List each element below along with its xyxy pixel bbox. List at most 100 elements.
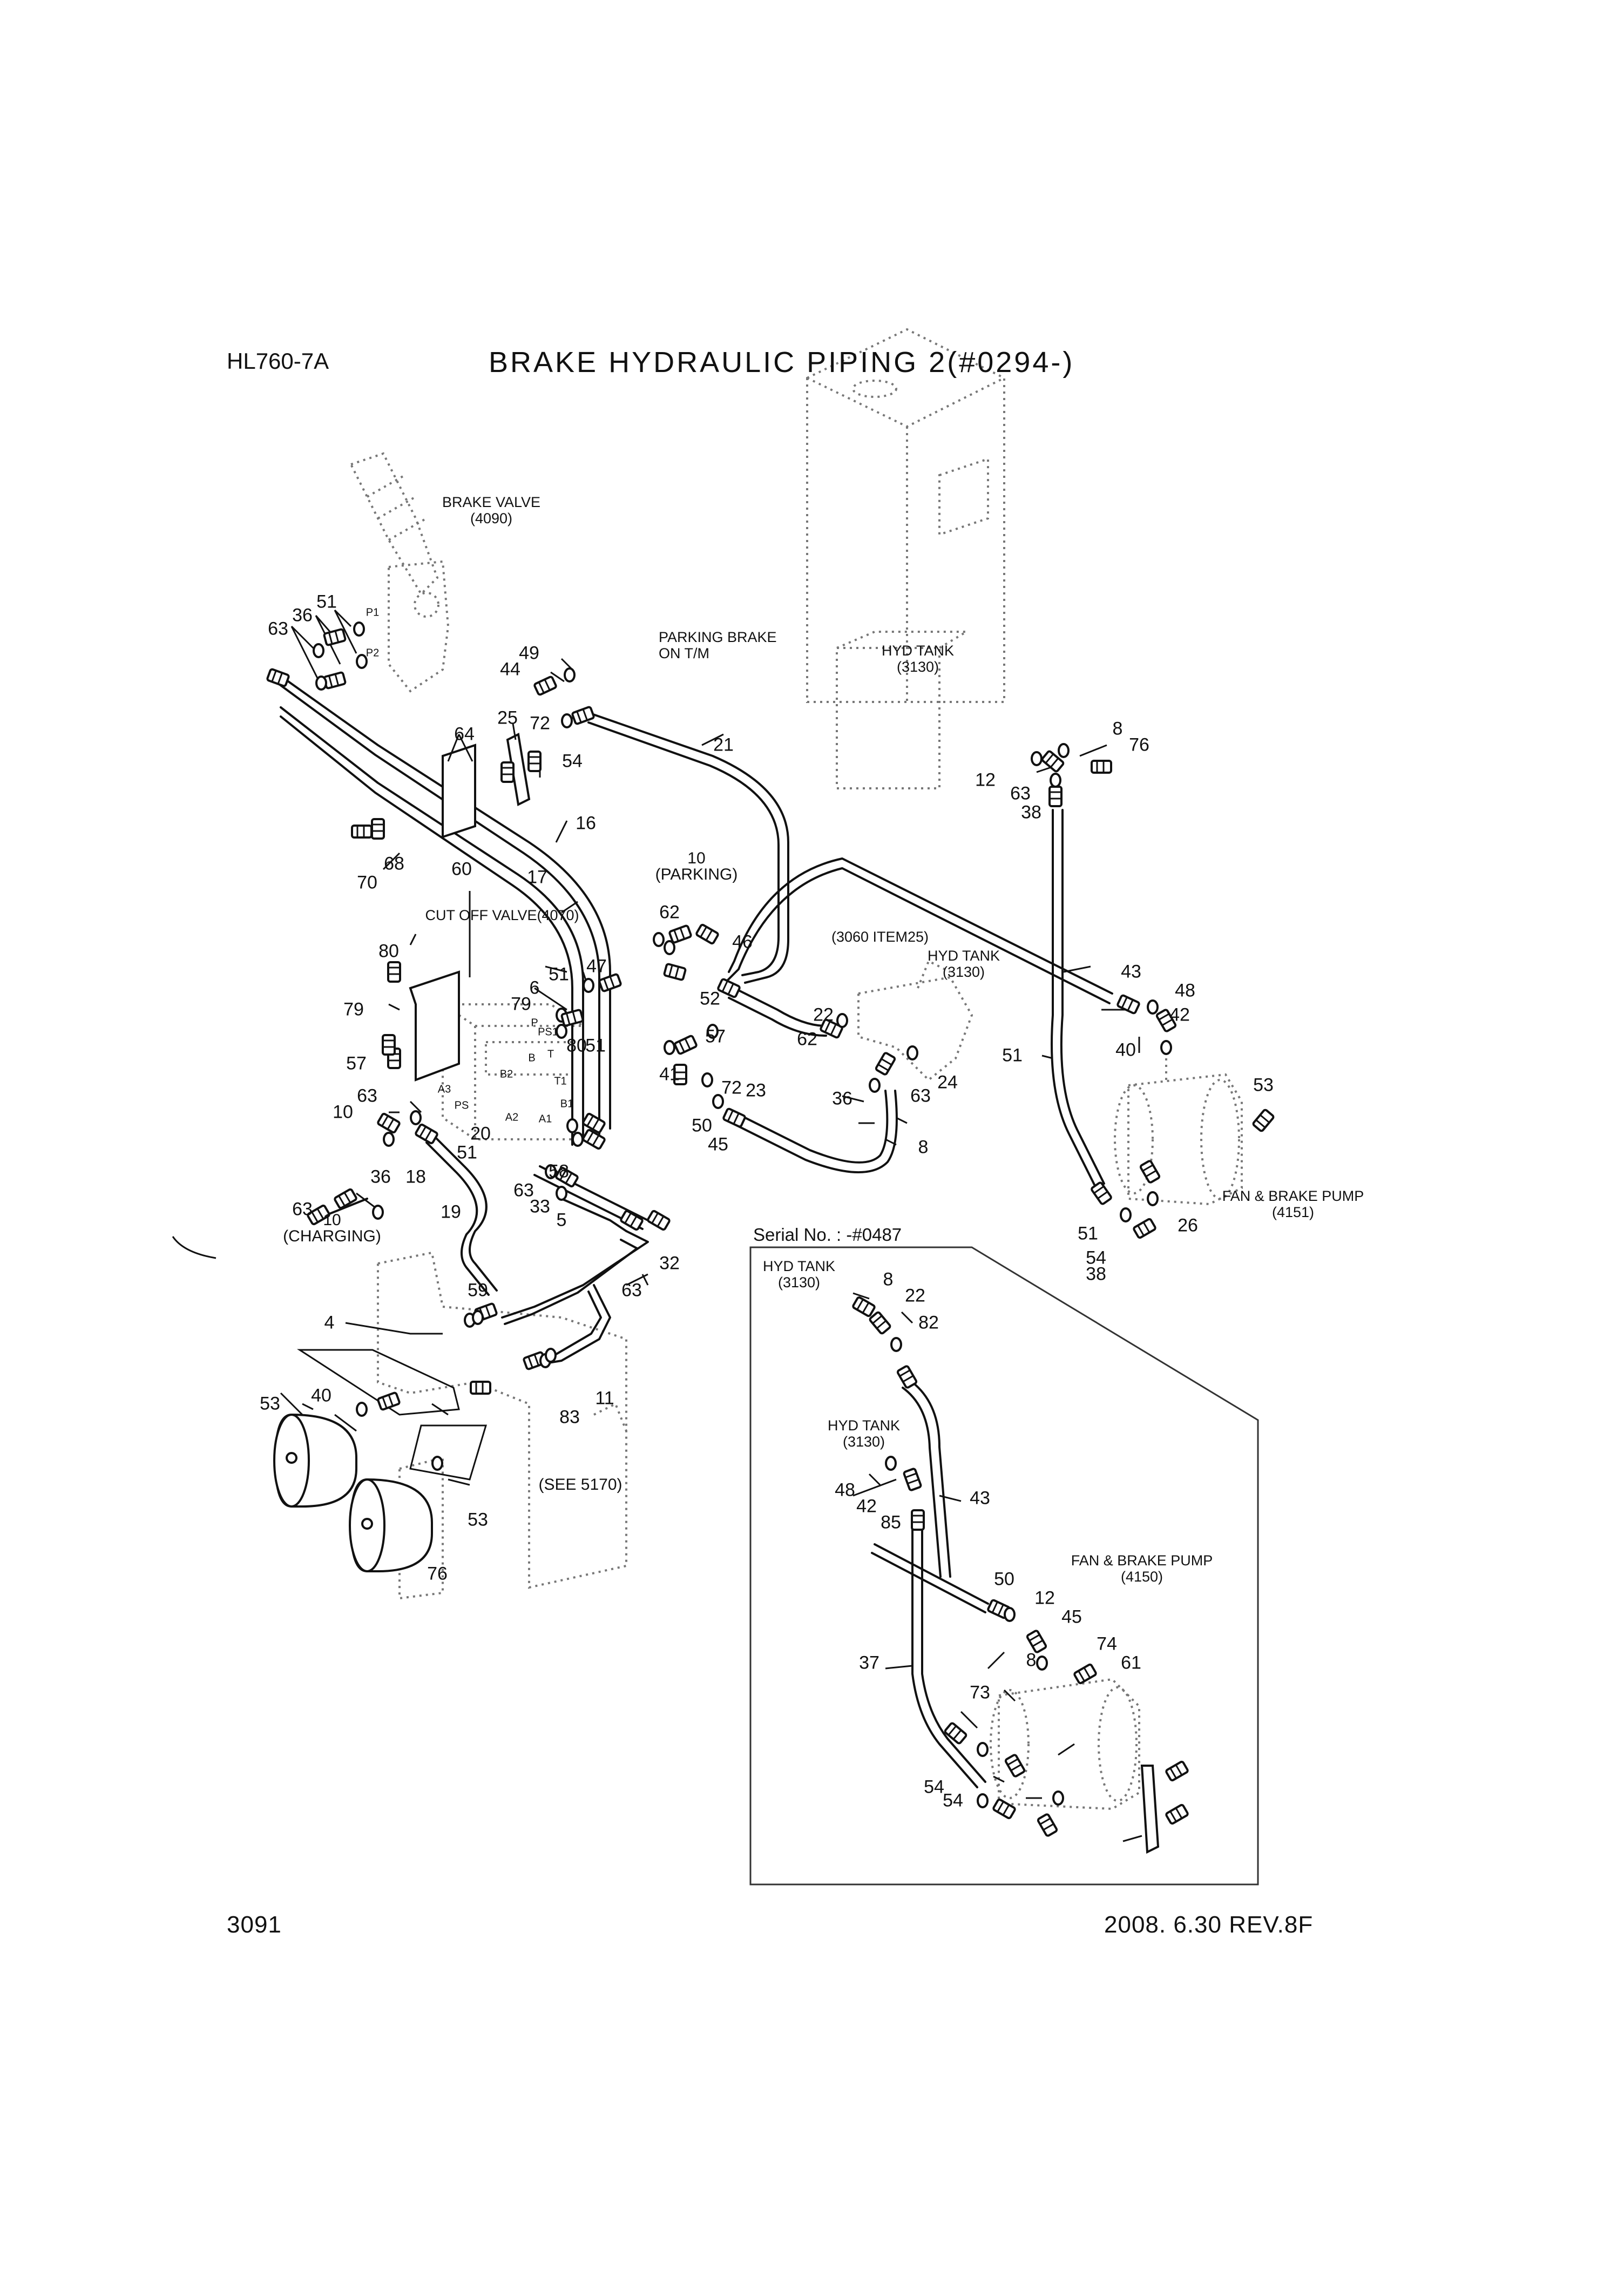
callout-number: 79 xyxy=(343,999,364,1020)
callout-number: 54 xyxy=(1086,1247,1106,1268)
inset-fan-brake-pump-label: FAN & BRAKE PUMP(4150) xyxy=(1071,1552,1213,1585)
callout-number: 51 xyxy=(549,964,569,985)
callout-number: 5 xyxy=(556,1210,567,1231)
callout-number: 59 xyxy=(468,1280,488,1301)
callout-number: 42 xyxy=(1169,1004,1190,1025)
callout-number: 36 xyxy=(292,605,313,626)
callout-number: 83 xyxy=(559,1407,580,1428)
serial-number-label: Serial No. : -#0487 xyxy=(753,1225,902,1245)
callout-number: 12 xyxy=(1034,1587,1055,1609)
callout-number: 54 xyxy=(943,1790,963,1811)
callout-number: 17 xyxy=(527,867,547,888)
callout-number: 80 xyxy=(566,1035,587,1056)
callout-number: 45 xyxy=(708,1134,728,1155)
callout-number: 47 xyxy=(586,956,607,977)
see-5170-label: (SEE 5170) xyxy=(538,1476,622,1494)
hyd-tank-right-label: HYD TANK(3130) xyxy=(927,948,1000,980)
callout-number: 40 xyxy=(311,1385,331,1406)
inset-hyd-tank-label-1: HYD TANK(3130) xyxy=(762,1258,836,1290)
port-label: B xyxy=(528,1052,536,1064)
pipes xyxy=(274,671,1113,1788)
callout-number: 63 xyxy=(268,618,288,639)
revision-date: 2008. 6.30 REV.8F xyxy=(1104,1911,1314,1938)
callout-number: 51 xyxy=(1078,1223,1098,1244)
callout-number: 12 xyxy=(975,769,996,790)
callout-number: 38 xyxy=(1021,802,1041,823)
cut-off-valve-label: CUT OFF VALVE(4070) xyxy=(425,907,579,923)
callout-number: 57 xyxy=(705,1026,726,1047)
port-label: PS xyxy=(454,1099,469,1112)
callout-number: 72 xyxy=(530,713,550,734)
port-label: A2 xyxy=(505,1111,519,1124)
callout-number: 50 xyxy=(994,1569,1014,1590)
callout-number: 53 xyxy=(260,1393,280,1414)
callout-number: 63 xyxy=(621,1280,642,1301)
port-label: P xyxy=(531,1017,538,1029)
callout-number: 63 xyxy=(910,1085,931,1106)
accumulators xyxy=(273,1413,433,1572)
callout-number: 8 xyxy=(883,1269,894,1290)
callout-number: 8 xyxy=(1026,1650,1037,1671)
callout-number: 74 xyxy=(1097,1633,1117,1654)
callout-number: 73 xyxy=(970,1682,990,1703)
callout-number: 49 xyxy=(519,643,539,664)
callout-number: 62 xyxy=(797,1029,817,1050)
callout-number: 68 xyxy=(384,853,404,874)
callout-number: 21 xyxy=(713,734,734,755)
callout-number: 63 xyxy=(513,1180,534,1201)
inset-hyd-tank-label-2: HYD TANK(3130) xyxy=(827,1417,901,1450)
callout-number: 53 xyxy=(1253,1075,1274,1096)
callout-number: 22 xyxy=(813,1004,834,1025)
callout-number: 57 xyxy=(346,1053,367,1074)
callout-number: 45 xyxy=(1061,1606,1082,1627)
port-label: A1 xyxy=(538,1113,552,1125)
callout-number: 51 xyxy=(316,591,337,612)
callout-number: 11 xyxy=(595,1388,614,1409)
callout-number: 6 xyxy=(529,977,540,998)
callout-number: 79 xyxy=(511,994,531,1015)
callout-number: 36 xyxy=(370,1166,391,1187)
callout-number: 63 xyxy=(1010,783,1031,804)
callout-number: 54 xyxy=(924,1776,944,1798)
hyd-tank-outline xyxy=(806,328,1005,789)
port-label: A3 xyxy=(437,1083,451,1096)
callout-number: 72 xyxy=(721,1077,742,1098)
callout-number: 20 xyxy=(470,1123,491,1144)
callout-number: 51 xyxy=(1002,1045,1023,1066)
callout-number: 43 xyxy=(970,1488,990,1509)
callout-number: 8 xyxy=(918,1137,929,1158)
callout-number: 82 xyxy=(918,1312,939,1333)
callout-number: 60 xyxy=(451,859,472,880)
callout-number: 70 xyxy=(357,872,377,893)
callout-number: 48 xyxy=(1175,980,1195,1001)
brake-valve-label: BRAKE VALVE(4090) xyxy=(442,494,541,526)
pump-outline xyxy=(1114,1058,1243,1206)
callout-number: 63 xyxy=(357,1085,377,1106)
charging-label: 10(CHARGING) xyxy=(283,1211,381,1245)
callout-number: 46 xyxy=(732,931,753,952)
callout-number: 19 xyxy=(441,1201,461,1222)
page-number: 3091 xyxy=(227,1911,282,1938)
callout-number: 22 xyxy=(905,1285,925,1306)
callout-number: 76 xyxy=(1129,734,1149,755)
callout-number: 44 xyxy=(500,659,520,680)
callout-number: 43 xyxy=(1121,961,1141,982)
port-label: T1 xyxy=(554,1075,567,1087)
callout-number: 54 xyxy=(562,751,583,772)
callout-number: 23 xyxy=(746,1080,766,1101)
callout-number: 63 xyxy=(292,1199,313,1220)
callout-number: 18 xyxy=(405,1166,426,1187)
brake-valve-outline xyxy=(349,452,450,693)
callout-number: 51 xyxy=(585,1035,606,1056)
port-label: P1 xyxy=(366,606,380,619)
port-label: T xyxy=(547,1048,554,1060)
callout-number: 48 xyxy=(835,1479,855,1501)
parking-label: 10(PARKING) xyxy=(655,849,738,883)
callout-number: 26 xyxy=(1178,1215,1198,1236)
callout-number: 61 xyxy=(1121,1652,1141,1673)
port-label: B2 xyxy=(499,1068,513,1080)
hyd-tank-label: HYD TANK(3130) xyxy=(881,643,955,675)
serial-inset-frame xyxy=(749,1246,1259,1886)
